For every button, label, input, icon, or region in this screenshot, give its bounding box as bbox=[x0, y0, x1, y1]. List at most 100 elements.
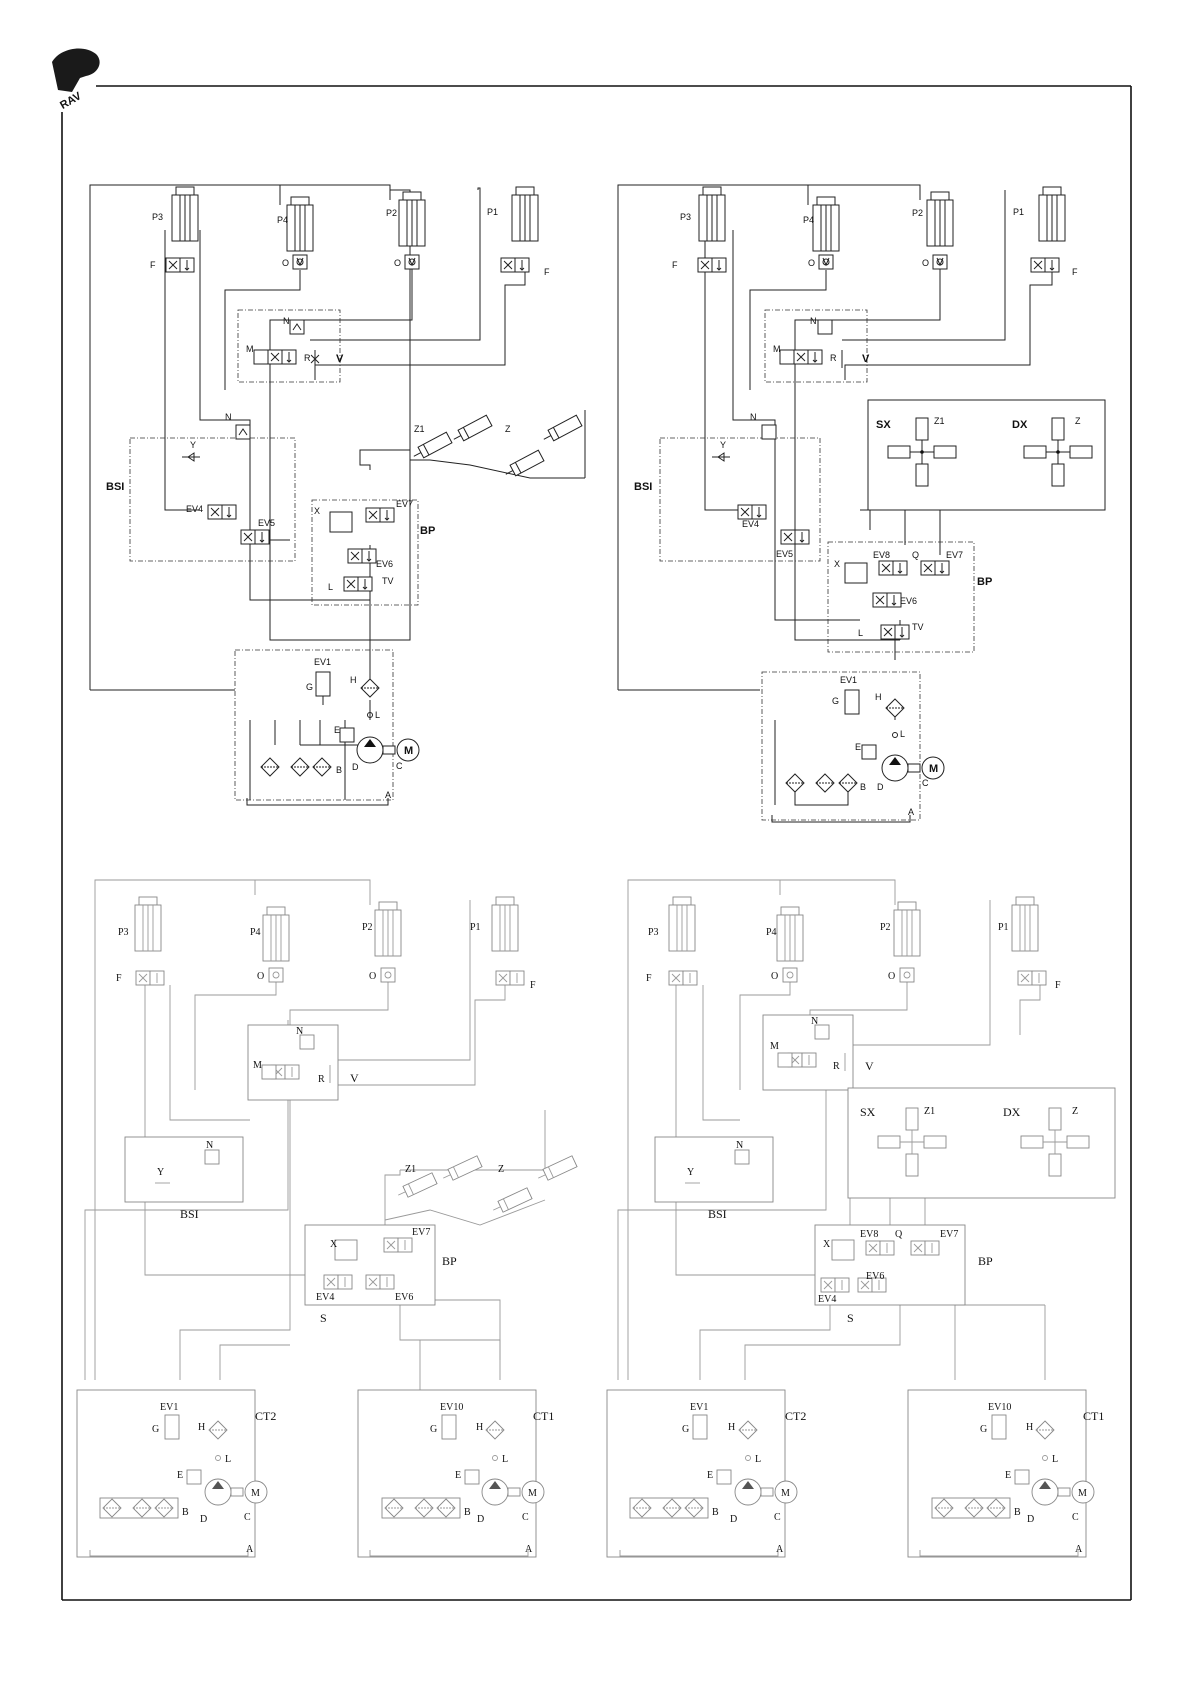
label-v: V bbox=[350, 1071, 359, 1085]
label-x: X bbox=[823, 1239, 831, 1250]
label-ev7: EV7 bbox=[940, 1229, 958, 1240]
label-o-p2: O bbox=[888, 971, 895, 982]
label-z1: Z1 bbox=[924, 1106, 935, 1117]
diagram-top-right: P3 P4 P2 P1 F F O O N M R V N Y BSI EV4 … bbox=[617, 184, 1106, 823]
label-motor: M bbox=[404, 745, 413, 757]
ct2-label-ev: EV1 bbox=[160, 1402, 178, 1413]
ct2-label-g: G bbox=[152, 1424, 159, 1435]
ct2-label-h: H bbox=[198, 1422, 205, 1433]
label-bsi: BSI bbox=[708, 1207, 727, 1221]
ct1-label-ev: EV10 bbox=[440, 1402, 463, 1413]
label-b: B bbox=[860, 782, 866, 792]
label-bsi: BSI bbox=[106, 481, 124, 493]
label-c: C bbox=[922, 778, 929, 788]
label-s: S bbox=[847, 1311, 854, 1325]
label-l: L bbox=[375, 710, 380, 720]
label-o-p4: O bbox=[257, 971, 264, 982]
label-f-left: F bbox=[150, 260, 156, 270]
label-g: G bbox=[306, 682, 313, 692]
label-b: B bbox=[336, 765, 342, 775]
ct1-label-g: G bbox=[430, 1424, 437, 1435]
label-m-v: M bbox=[773, 344, 781, 354]
ct1-label-l: L bbox=[1052, 1454, 1058, 1465]
label-f-right: F bbox=[1055, 980, 1061, 991]
label-p4: P4 bbox=[250, 927, 261, 938]
label-g: G bbox=[832, 696, 839, 706]
ct2-label-d: D bbox=[730, 1514, 737, 1525]
label-h: H bbox=[350, 675, 357, 685]
label-ev4: EV4 bbox=[186, 504, 203, 514]
label-bsi: BSI bbox=[634, 481, 652, 493]
label-f-left: F bbox=[672, 260, 678, 270]
label-p2: P2 bbox=[912, 208, 923, 218]
label-o-p4: O bbox=[808, 258, 815, 268]
ct2-label-e: E bbox=[707, 1470, 713, 1481]
logo-text: RAV bbox=[58, 90, 84, 112]
ct2-label-motor: M bbox=[781, 1488, 790, 1499]
ct2-label-b: B bbox=[712, 1507, 719, 1518]
label-z: Z bbox=[505, 424, 511, 434]
label-ev6: EV6 bbox=[866, 1271, 884, 1282]
ct2-label-h: H bbox=[728, 1422, 735, 1433]
label-bsi: BSI bbox=[180, 1207, 199, 1221]
label-dx: DX bbox=[1003, 1105, 1021, 1119]
label-l: L bbox=[900, 729, 905, 739]
ct1-label-a: A bbox=[1075, 1544, 1083, 1555]
label-ev6: EV6 bbox=[900, 596, 917, 606]
label-ev7: EV7 bbox=[396, 499, 413, 509]
label-d: D bbox=[352, 762, 359, 772]
ct2-label-a: A bbox=[246, 1544, 254, 1555]
label-o-p2: O bbox=[394, 258, 401, 268]
label-l-bp: L bbox=[858, 628, 863, 638]
label-ev8: EV8 bbox=[873, 550, 890, 560]
diagram-top-left: P3 P4 P2 P1 F F O O N M R V N Y BSI EV4 … bbox=[89, 184, 586, 806]
label-n-v: N bbox=[810, 316, 817, 326]
label-e: E bbox=[855, 742, 861, 752]
ct2-label-c: C bbox=[244, 1512, 251, 1523]
label-c: C bbox=[396, 761, 403, 771]
label-p1: P1 bbox=[470, 922, 481, 933]
ct1-label-h: H bbox=[476, 1422, 483, 1433]
label-x: X bbox=[314, 506, 320, 516]
label-h: H bbox=[875, 692, 882, 702]
label-q: Q bbox=[912, 550, 919, 560]
label-ev1: EV1 bbox=[314, 657, 331, 667]
ct2-label-motor: M bbox=[251, 1488, 260, 1499]
label-ev4: EV4 bbox=[742, 519, 759, 529]
label-s: S bbox=[320, 1311, 327, 1325]
label-a: A bbox=[385, 790, 391, 800]
label-v: V bbox=[862, 353, 870, 365]
label-a: A bbox=[908, 807, 914, 817]
label-z: Z bbox=[1072, 1106, 1078, 1117]
label-n-bsi: N bbox=[736, 1140, 743, 1151]
label-d: D bbox=[877, 782, 884, 792]
label-tv: TV bbox=[382, 576, 394, 586]
label-e: E bbox=[334, 725, 340, 735]
label-q: Q bbox=[895, 1229, 903, 1240]
label-y: Y bbox=[720, 440, 726, 450]
ct2-label-b: B bbox=[182, 1507, 189, 1518]
label-bp: BP bbox=[978, 1254, 993, 1268]
label-f-right: F bbox=[530, 980, 536, 991]
label-ev7: EV7 bbox=[946, 550, 963, 560]
label-p2: P2 bbox=[880, 922, 891, 933]
ct2-label-l: L bbox=[755, 1454, 761, 1465]
label-ev4: EV4 bbox=[818, 1294, 836, 1305]
label-ev5: EV5 bbox=[258, 518, 275, 528]
label-p4: P4 bbox=[803, 215, 814, 225]
label-bp: BP bbox=[977, 576, 992, 588]
label-z1: Z1 bbox=[405, 1164, 416, 1175]
ct2-label-e: E bbox=[177, 1470, 183, 1481]
ct2-name: CT2 bbox=[255, 1409, 276, 1423]
ct1-label-h: H bbox=[1026, 1422, 1033, 1433]
label-p2: P2 bbox=[362, 922, 373, 933]
label-y: Y bbox=[157, 1167, 164, 1178]
ct1-label-b: B bbox=[464, 1507, 471, 1518]
label-p3: P3 bbox=[152, 212, 163, 222]
label-p3: P3 bbox=[118, 927, 129, 938]
label-y: Y bbox=[190, 440, 196, 450]
ct1-label-ev: EV10 bbox=[988, 1402, 1011, 1413]
ct2-label-g: G bbox=[682, 1424, 689, 1435]
label-dx: DX bbox=[1012, 419, 1028, 431]
